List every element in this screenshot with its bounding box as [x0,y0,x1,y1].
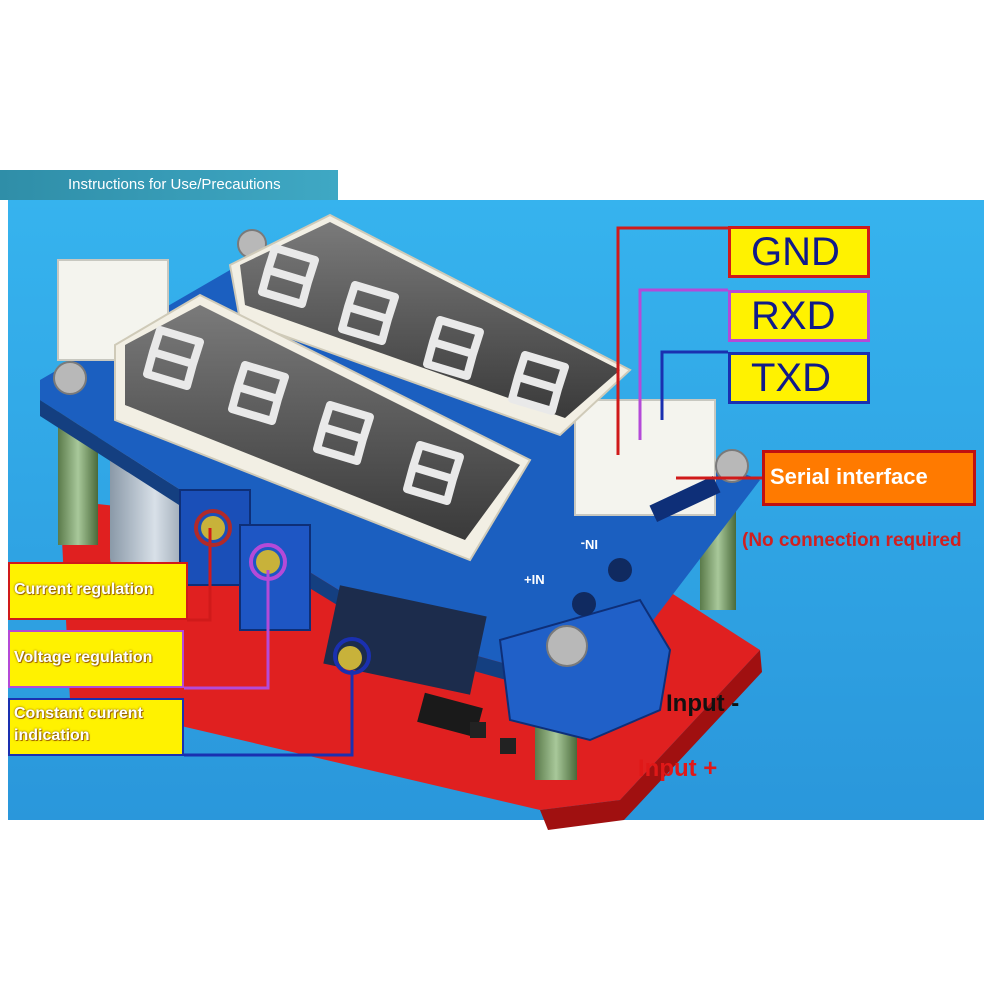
label-txd: TXD [728,352,870,404]
label-current-regulation-text: Current regulation [14,581,154,598]
highlight-current [194,509,232,547]
label-rxd-text: RXD [751,294,836,338]
label-serial-interface-text: Serial interface [770,464,928,489]
label-gnd-text: GND [751,230,840,274]
label-serial-interface [762,450,976,506]
label-input-plus: Input + [638,755,718,782]
potentiometer-voltage [239,524,311,631]
label-voltage-regulation [8,630,184,688]
label-current-regulation [8,562,188,620]
highlight-constant [333,637,371,675]
pcb-mark-in-plus: +IN [524,572,545,587]
wire-txd [660,350,728,420]
pcb-mark-in-minus: IN- [581,537,598,552]
label-rxd: RXD [728,290,870,342]
label-constant-current [8,698,184,756]
wire-gnd [616,226,728,455]
label-gnd: GND [728,226,870,278]
label-constant-current-line2: indication [14,727,90,744]
label-input-minus: Input - [666,690,740,717]
label-constant-current-line1: Constant current [14,705,143,722]
highlight-voltage [249,543,287,581]
digit-group-top [258,244,569,415]
label-txd-text: TXD [751,356,831,400]
wire-constant [184,670,354,757]
terminal-block [498,598,672,742]
wire-voltage [184,570,270,690]
label-no-connection: (No connection required [742,530,962,551]
wire-rxd [638,288,728,440]
banner-title: Instructions for Use/Precautions [68,176,281,193]
digit-group-bottom [143,326,464,505]
label-voltage-regulation-text: Voltage regulation [14,649,153,666]
instructions-banner [0,170,338,200]
wire-current [187,528,212,622]
